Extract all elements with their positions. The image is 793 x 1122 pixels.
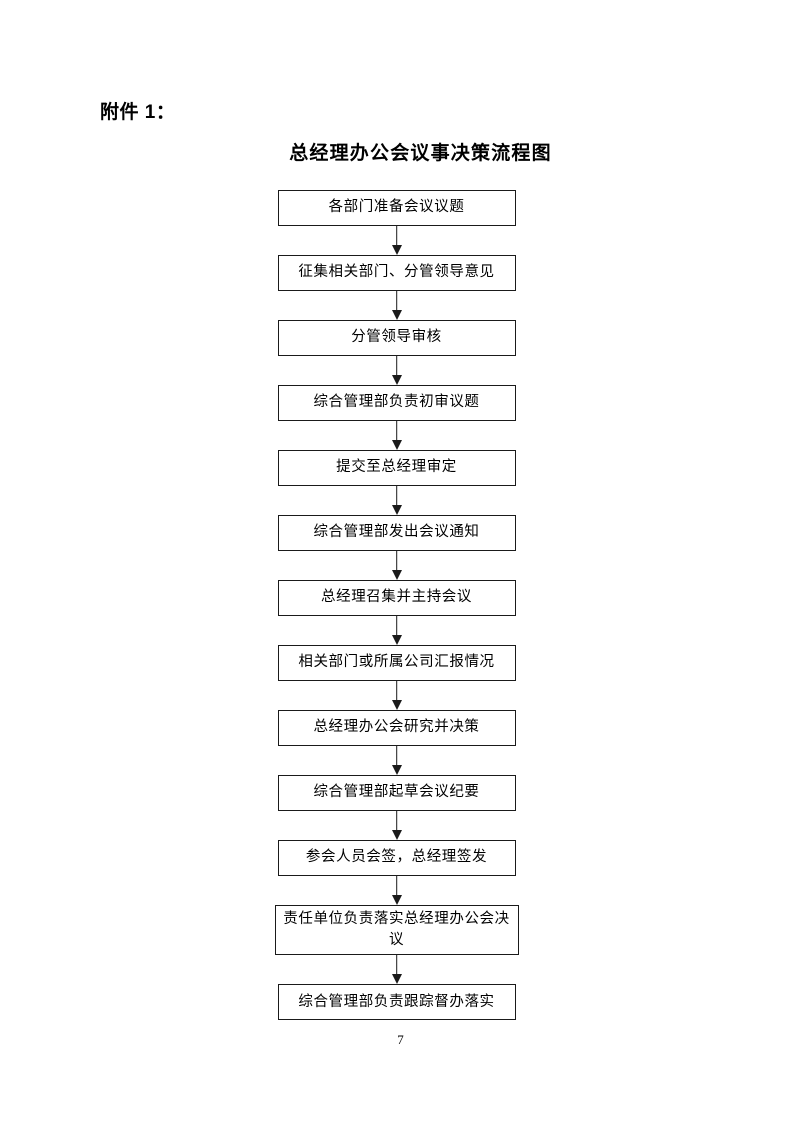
flow-row: 综合管理部发出会议通知 [0, 515, 793, 551]
flow-row: 综合管理部负责初审议题 [0, 385, 793, 421]
arrow-stem [395, 486, 398, 507]
page-title: 总经理办公会议事决策流程图 [289, 143, 552, 164]
flow-arrow-10-11 [0, 811, 793, 840]
flow-row: 征集相关部门、分管领导意见 [0, 255, 793, 291]
arrow-stem [395, 551, 398, 572]
arrow-head-icon [391, 310, 402, 320]
arrow-stem [395, 811, 398, 832]
flow-arrow-9-10 [0, 746, 793, 775]
flow-node-3: 分管领导审核 [277, 320, 516, 356]
flow-node-label: 责任单位负责落实总经理办公会决议 [283, 911, 510, 949]
arrow-head-icon [391, 895, 402, 905]
arrow-stem [395, 616, 398, 637]
arrow-head-icon [391, 570, 402, 580]
flow-arrow-8-9 [0, 681, 793, 710]
flow-node-label: 综合管理部发出会议通知 [313, 524, 480, 541]
arrow-head-icon [391, 700, 402, 710]
flow-arrow-7-8 [0, 616, 793, 645]
flow-node-13: 综合管理部负责跟踪督办落实 [277, 984, 516, 1021]
arrow-head-icon [391, 830, 402, 840]
flow-row: 综合管理部负责跟踪督办落实 [0, 984, 793, 1021]
flow-row: 各部门准备会议议题 [0, 190, 793, 226]
flow-arrow-6-7 [0, 551, 793, 580]
flow-arrow-2-3 [0, 291, 793, 320]
arrow-head-icon [391, 765, 402, 775]
flow-node-label: 分管领导审核 [351, 329, 442, 346]
flow-node-label: 总经理召集并主持会议 [321, 589, 472, 606]
arrow-head-icon [391, 505, 402, 515]
arrow-stem [395, 291, 398, 312]
flow-row: 提交至总经理审定 [0, 450, 793, 486]
flow-arrow-11-12 [0, 876, 793, 905]
arrow-head-icon [391, 375, 402, 385]
flow-arrow-12-13 [0, 955, 793, 985]
arrow-stem [395, 876, 398, 897]
flow-row: 相关部门或所属公司汇报情况 [0, 645, 793, 681]
arrow-head-icon [391, 974, 402, 985]
flow-node-5: 提交至总经理审定 [277, 450, 516, 486]
flow-node-label: 相关部门或所属公司汇报情况 [298, 654, 495, 671]
arrow-head-icon [391, 440, 402, 450]
flow-row: 总经理办公会研究并决策 [0, 710, 793, 746]
arrow-stem [395, 681, 398, 702]
flow-node-8: 相关部门或所属公司汇报情况 [277, 645, 516, 681]
flow-node-label: 提交至总经理审定 [336, 459, 457, 476]
flow-node-10: 综合管理部起草会议纪要 [277, 775, 516, 811]
flow-node-4: 综合管理部负责初审议题 [277, 385, 516, 421]
flow-node-label: 综合管理部负责初审议题 [313, 394, 480, 411]
arrow-head-icon [391, 635, 402, 645]
flow-node-11: 参会人员会签，总经理签发 [277, 840, 516, 876]
flow-row: 参会人员会签，总经理签发 [0, 840, 793, 876]
flow-node-12: 责任单位负责落实总经理办公会决议 [274, 905, 519, 956]
flow-node-label: 各部门准备会议议题 [328, 199, 465, 216]
flow-arrow-5-6 [0, 486, 793, 515]
flow-node-label: 征集相关部门、分管领导意见 [298, 264, 495, 281]
flow-node-2: 征集相关部门、分管领导意见 [277, 255, 516, 291]
arrow-stem [395, 746, 398, 767]
flow-node-6: 综合管理部发出会议通知 [277, 515, 516, 551]
flow-node-9: 总经理办公会研究并决策 [277, 710, 516, 746]
flow-node-label: 总经理办公会研究并决策 [313, 719, 480, 736]
flow-node-label: 参会人员会签，总经理签发 [305, 849, 488, 866]
arrow-stem [395, 955, 398, 977]
arrow-stem [395, 421, 398, 442]
arrow-stem [395, 356, 398, 377]
flow-node-7: 总经理召集并主持会议 [277, 580, 516, 616]
flow-row: 分管领导审核 [0, 320, 793, 356]
arrow-stem [395, 226, 398, 247]
arrow-head-icon [391, 245, 402, 255]
flow-row: 综合管理部起草会议纪要 [0, 775, 793, 811]
page-number: 7 [397, 1032, 404, 1047]
flow-arrow-3-4 [0, 356, 793, 385]
flow-node-1: 各部门准备会议议题 [277, 190, 516, 226]
flow-node-label: 综合管理部起草会议纪要 [313, 784, 480, 801]
flow-arrow-4-5 [0, 421, 793, 450]
flow-row: 责任单位负责落实总经理办公会决议 [0, 905, 793, 956]
flowchart: 各部门准备会议议题 征集相关部门、分管领导意见 分管领导审核 [0, 190, 793, 1021]
flow-arrow-1-2 [0, 226, 793, 255]
flow-row: 总经理召集并主持会议 [0, 580, 793, 616]
flow-node-label: 综合管理部负责跟踪督办落实 [298, 993, 495, 1010]
attachment-label: 附件 1： [100, 102, 176, 123]
